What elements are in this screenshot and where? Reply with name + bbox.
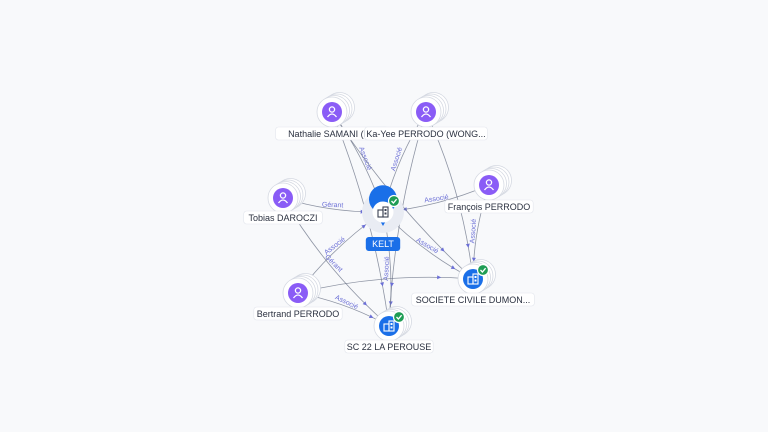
edge-arrow xyxy=(471,257,476,262)
person-icon xyxy=(326,106,338,118)
node-bertrand[interactable]: Bertrand PERRODO xyxy=(253,273,343,321)
nodes-layer: KELT Nathalie SAMANI (P...Ka-Yee PERRODO … xyxy=(243,92,535,354)
check-badge-icon xyxy=(387,194,401,208)
edge-arrow xyxy=(450,265,456,270)
node-label-pill xyxy=(364,126,488,141)
node-label-pill xyxy=(243,210,323,225)
edge-arrow xyxy=(437,275,442,280)
person-icon xyxy=(420,106,432,118)
edge-arrow xyxy=(361,224,366,229)
check-badge-icon xyxy=(392,310,406,324)
node-label: SOCIETE CIVILE DUMON... xyxy=(416,295,531,305)
node-kayee[interactable]: Ka-Yee PERRODO (WONG... xyxy=(364,92,488,141)
node-francois[interactable]: François PERRODO xyxy=(444,165,534,214)
node-label-pill xyxy=(365,237,401,251)
node-label-pill xyxy=(411,292,535,307)
edge-arrow xyxy=(389,282,394,287)
person-icon xyxy=(277,192,289,204)
node-tobias[interactable]: Tobias DAROCZI xyxy=(243,178,323,225)
node-label: KELT xyxy=(372,239,394,249)
building-icon xyxy=(467,273,479,285)
node-perouse[interactable]: SC 22 LA PEROUSE xyxy=(344,306,434,354)
edge-label: Associé xyxy=(469,219,478,244)
node-label-pill xyxy=(253,306,343,321)
node-nathalie[interactable]: Nathalie SAMANI (P... xyxy=(275,92,389,141)
node-label: Tobias DAROCZI xyxy=(248,213,317,223)
node-label-pill xyxy=(444,199,534,214)
node-label: Bertrand PERRODO xyxy=(257,309,340,319)
person-icon xyxy=(292,287,304,299)
edge-arrow xyxy=(388,301,393,306)
node-label: Nathalie SAMANI (P... xyxy=(288,129,376,139)
edge-arrow xyxy=(465,243,470,248)
edge-arrow xyxy=(362,301,367,306)
edge-arrow xyxy=(380,282,384,287)
node-dumont[interactable]: SOCIETE CIVILE DUMON... xyxy=(411,259,535,307)
building-icon xyxy=(377,206,389,218)
edge-label: Associé xyxy=(383,256,391,281)
edge-label: Associé xyxy=(415,237,440,256)
person-icon xyxy=(483,179,495,191)
edge-arrow xyxy=(368,314,374,318)
edge-label: Gérant xyxy=(323,254,343,274)
edge-label: Associé xyxy=(424,194,449,205)
check-badge-icon xyxy=(476,263,490,277)
node-label: Ka-Yee PERRODO (WONG... xyxy=(366,129,485,139)
edge-label: Associé xyxy=(323,236,347,257)
node-label: François PERRODO xyxy=(448,202,531,212)
edge-label: Gérant xyxy=(322,202,344,210)
edge-arrow xyxy=(440,247,445,252)
edge-label: Associé xyxy=(390,146,404,172)
node-label-pill xyxy=(344,339,434,354)
building-icon xyxy=(383,320,395,332)
node-kelt[interactable]: KELT xyxy=(362,185,404,251)
node-label: SC 22 LA PEROUSE xyxy=(347,342,432,352)
